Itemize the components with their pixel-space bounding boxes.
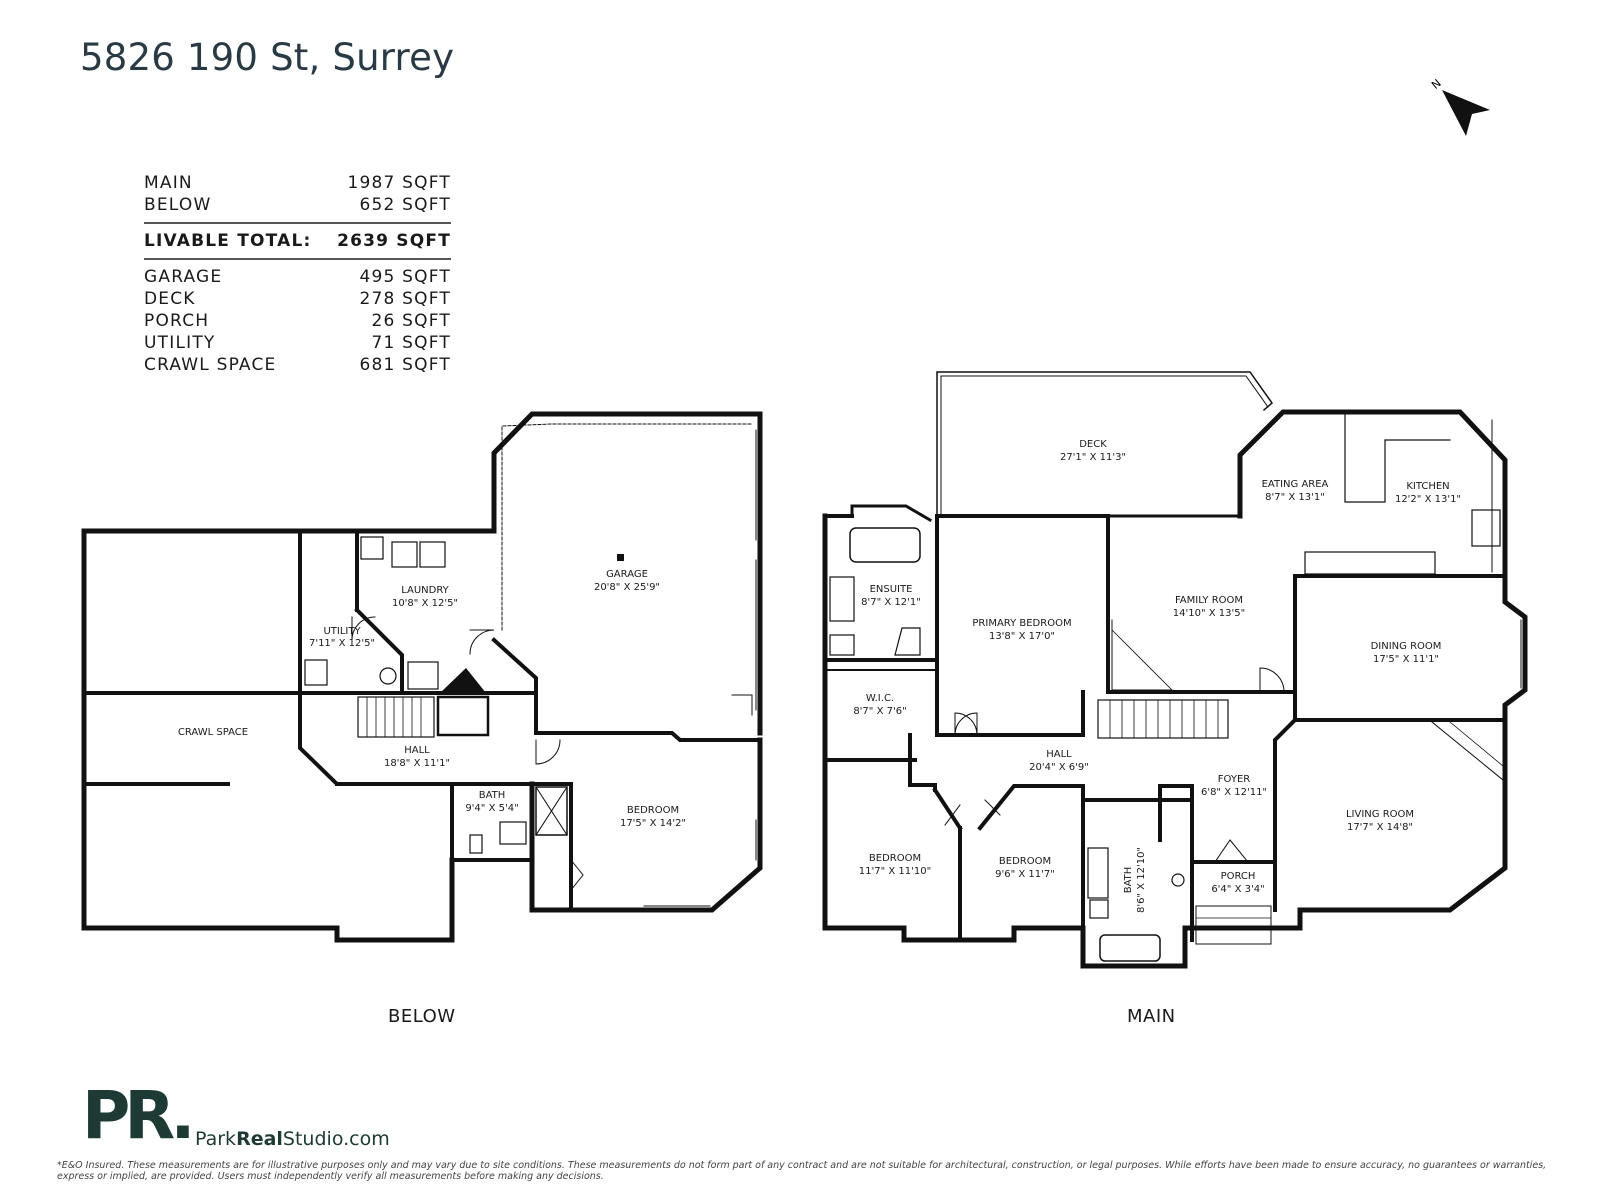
room-bath-dims: 8'6" X 12'10" (1136, 847, 1147, 913)
site-suffix: Studio.com (282, 1128, 390, 1150)
site-bold: Real (236, 1128, 283, 1150)
room-bath-name: BATH (479, 790, 506, 801)
stat-label: CRAWL SPACE (144, 355, 277, 375)
stat-row-below: BELOW 652 SQFT (144, 194, 451, 216)
room-ensuite-dims: 8'7" X 12'1" (861, 597, 921, 608)
stat-value: 2639 SQFT (337, 231, 451, 251)
divider (144, 222, 451, 224)
room-hall-dims: 18'8" X 11'1" (384, 758, 450, 769)
room-kitchen-dims: 12'2" X 13'1" (1395, 494, 1461, 505)
stat-row-utility: UTILITY 71 SQFT (144, 332, 451, 354)
below-floor-plan (81, 411, 763, 943)
area-summary-table: MAIN 1987 SQFT BELOW 652 SQFT LIVABLE TO… (144, 172, 451, 376)
stat-value: 1987 SQFT (347, 173, 451, 193)
room-deck-dims: 27'1" X 11'3" (1060, 452, 1126, 463)
stat-label: DECK (144, 289, 196, 309)
stat-row-main: MAIN 1987 SQFT (144, 172, 451, 194)
stat-label: MAIN (144, 173, 193, 193)
stat-row-deck: DECK 278 SQFT (144, 288, 451, 310)
room-utility-dims: 7'11" X 12'5" (309, 638, 375, 649)
room-foyer-name: FOYER (1218, 774, 1251, 785)
stat-label: GARAGE (144, 267, 223, 287)
floor-label-below: BELOW (388, 1006, 456, 1027)
park-real-studio-logo: PR. (82, 1081, 192, 1143)
room-porch-dims: 6'4" X 3'4" (1211, 884, 1264, 895)
room-deck-name: DECK (1079, 439, 1107, 450)
stat-row-porch: PORCH 26 SQFT (144, 310, 451, 332)
room-kitchen-name: KITCHEN (1406, 481, 1449, 492)
room-bath-name: BATH (1123, 867, 1134, 894)
room-bedroom-1-dims: 11'7" X 11'10" (859, 866, 931, 877)
floor-label-main: MAIN (1127, 1006, 1176, 1027)
room-living-room-name: LIVING ROOM (1346, 809, 1414, 820)
room-dining-room-name: DINING ROOM (1371, 641, 1442, 652)
stat-label: UTILITY (144, 333, 216, 353)
stat-row-crawl-space: CRAWL SPACE 681 SQFT (144, 354, 451, 376)
room-crawl-space-name: CRAWL SPACE (178, 727, 248, 738)
main-floor-plan (822, 371, 1528, 969)
room-hall-name: HALL (1046, 749, 1072, 760)
room-garage-dims: 20'8" X 25'9" (594, 582, 660, 593)
room-utility-name: UTILITY (323, 626, 361, 637)
studio-website[interactable]: ParkRealStudio.com (195, 1128, 390, 1150)
stat-value: 652 SQFT (359, 195, 451, 215)
stat-value: 278 SQFT (359, 289, 451, 309)
logo-text: PR. (82, 1081, 190, 1143)
room-eating-area-dims: 8'7" X 13'1" (1265, 492, 1325, 503)
room-living-room-dims: 17'7" X 14'8" (1347, 822, 1413, 833)
room-hall-dims: 20'4" X 6'9" (1029, 762, 1089, 773)
stat-row-livable-total: LIVABLE TOTAL: 2639 SQFT (144, 230, 451, 252)
main-room-labels: DECK 27'1" X 11'3" EATING AREA 8'7" X 13… (853, 439, 1461, 913)
room-bedroom-2-name: BEDROOM (999, 856, 1051, 867)
room-dining-room-dims: 17'5" X 11'1" (1373, 654, 1439, 665)
room-laundry-dims: 10'8" X 12'5" (392, 598, 458, 609)
room-bedroom-2-dims: 9'6" X 11'7" (995, 869, 1055, 880)
room-primary-bedroom-dims: 13'8" X 17'0" (989, 631, 1055, 642)
room-wic-name: W.I.C. (866, 693, 894, 704)
measurement-disclaimer: *E&O Insured. These measurements are for… (57, 1160, 1547, 1182)
stat-row-garage: GARAGE 495 SQFT (144, 266, 451, 288)
room-bedroom-dims: 17'5" X 14'2" (620, 818, 686, 829)
stat-value: 71 SQFT (371, 333, 451, 353)
room-family-room-name: FAMILY ROOM (1175, 595, 1243, 606)
room-hall-name: HALL (404, 745, 430, 756)
site-prefix: Park (195, 1128, 237, 1150)
room-family-room-dims: 14'10" X 13'5" (1173, 608, 1245, 619)
room-garage-name: GARAGE (606, 569, 648, 580)
room-eating-area-name: EATING AREA (1262, 479, 1329, 490)
north-arrow-icon: N (1430, 77, 1490, 136)
room-bath-dims: 9'4" X 5'4" (465, 803, 518, 814)
stat-label: BELOW (144, 195, 212, 215)
room-bedroom-1-name: BEDROOM (869, 853, 921, 864)
room-ensuite-name: ENSUITE (870, 584, 913, 595)
room-laundry-name: LAUNDRY (401, 585, 449, 596)
property-address-title: 5826 190 St, Surrey (80, 36, 455, 79)
stat-value: 26 SQFT (371, 311, 451, 331)
garage-marker (617, 554, 624, 561)
room-primary-bedroom-name: PRIMARY BEDROOM (972, 618, 1071, 629)
room-foyer-dims: 6'8" X 12'11" (1201, 787, 1267, 798)
stat-value: 495 SQFT (359, 267, 451, 287)
divider (144, 258, 451, 260)
room-bedroom-name: BEDROOM (627, 805, 679, 816)
below-room-labels: CRAWL SPACE GARAGE 20'8" X 25'9" LAUNDRY… (178, 554, 686, 829)
stat-value: 681 SQFT (359, 355, 451, 375)
room-wic-dims: 8'7" X 7'6" (853, 706, 906, 717)
room-porch-name: PORCH (1221, 871, 1256, 882)
stat-label: LIVABLE TOTAL: (144, 231, 312, 251)
stat-label: PORCH (144, 311, 210, 331)
